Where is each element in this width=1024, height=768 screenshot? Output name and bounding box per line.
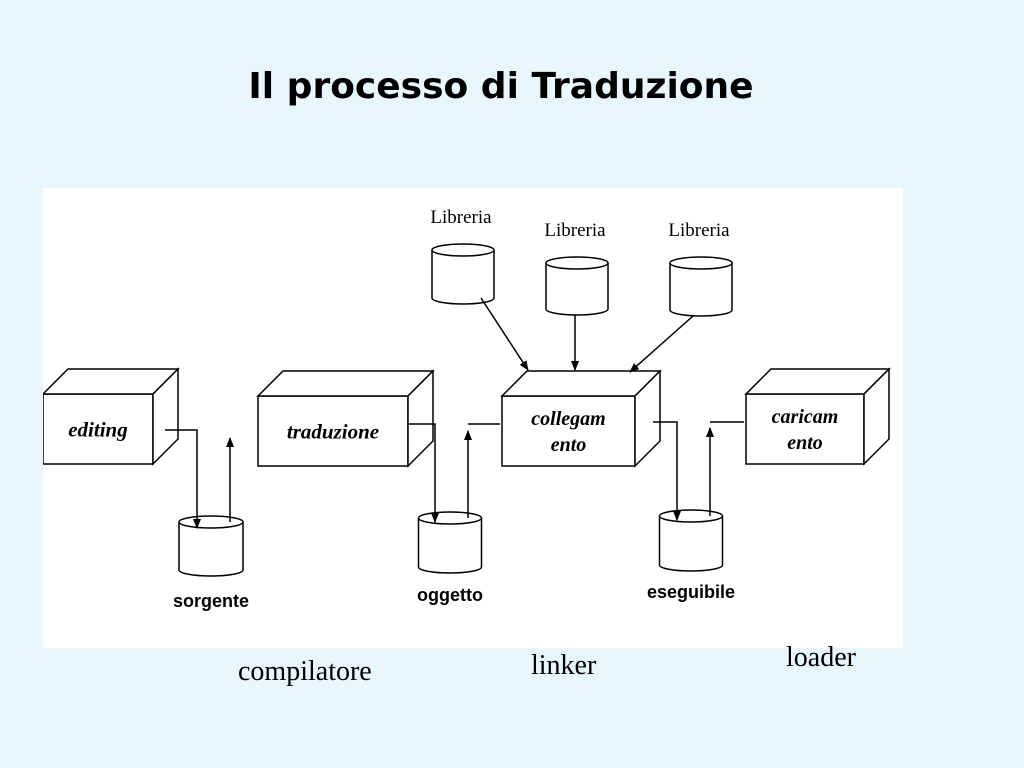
library-lib3: Libreria	[668, 220, 733, 317]
arrow-lib3-to-collegamento	[629, 315, 694, 373]
library-label-lib2: Libreria	[544, 220, 606, 241]
caption-loader: loader	[786, 642, 856, 673]
library-lib2: Libreria	[544, 220, 609, 316]
process-label-traduzione: traduzione	[287, 419, 379, 443]
store-sorgente: sorgente	[173, 515, 249, 611]
process-caricamento: caricam ento	[744, 367, 891, 466]
process-collegamento: collegam ento	[500, 369, 662, 468]
process-traduzione: traduzione	[256, 369, 435, 468]
translation-process-diagram: editing traduzione collegam ento caricam ento…	[43, 207, 891, 611]
caption-linker: linker	[531, 650, 597, 681]
arrow-collegamento-to-eseguibile	[653, 421, 681, 521]
arrow-editing-to-sorgente	[165, 429, 201, 529]
process-label-collegamento: ento	[551, 434, 587, 456]
slide-title: Il processo di Traduzione	[248, 66, 754, 107]
store-label-eseguibile: eseguibile	[647, 582, 735, 602]
library-lib1: Libreria	[430, 207, 495, 305]
diagram-panel: editing traduzione collegam ento caricam ento…	[43, 188, 903, 648]
store-label-oggetto: oggetto	[417, 585, 483, 605]
arrow-traduzione-to-oggetto	[409, 423, 439, 523]
process-label-collegamento: collegam	[531, 408, 605, 430]
arrow-lib1-to-collegamento	[480, 297, 529, 371]
caption-compilatore: compilatore	[238, 656, 372, 687]
store-label-sorgente: sorgente	[173, 591, 249, 611]
store-oggetto: oggetto	[417, 511, 483, 605]
library-label-lib3: Libreria	[668, 220, 730, 241]
store-eseguibile: eseguibile	[647, 509, 735, 602]
process-label-editing: editing	[68, 417, 128, 441]
connector-arrows	[165, 297, 744, 529]
process-editing: editing	[43, 367, 180, 466]
process-label-caricamento: caricam	[772, 406, 839, 428]
process-label-caricamento: ento	[787, 432, 823, 454]
library-label-lib1: Libreria	[430, 207, 492, 228]
